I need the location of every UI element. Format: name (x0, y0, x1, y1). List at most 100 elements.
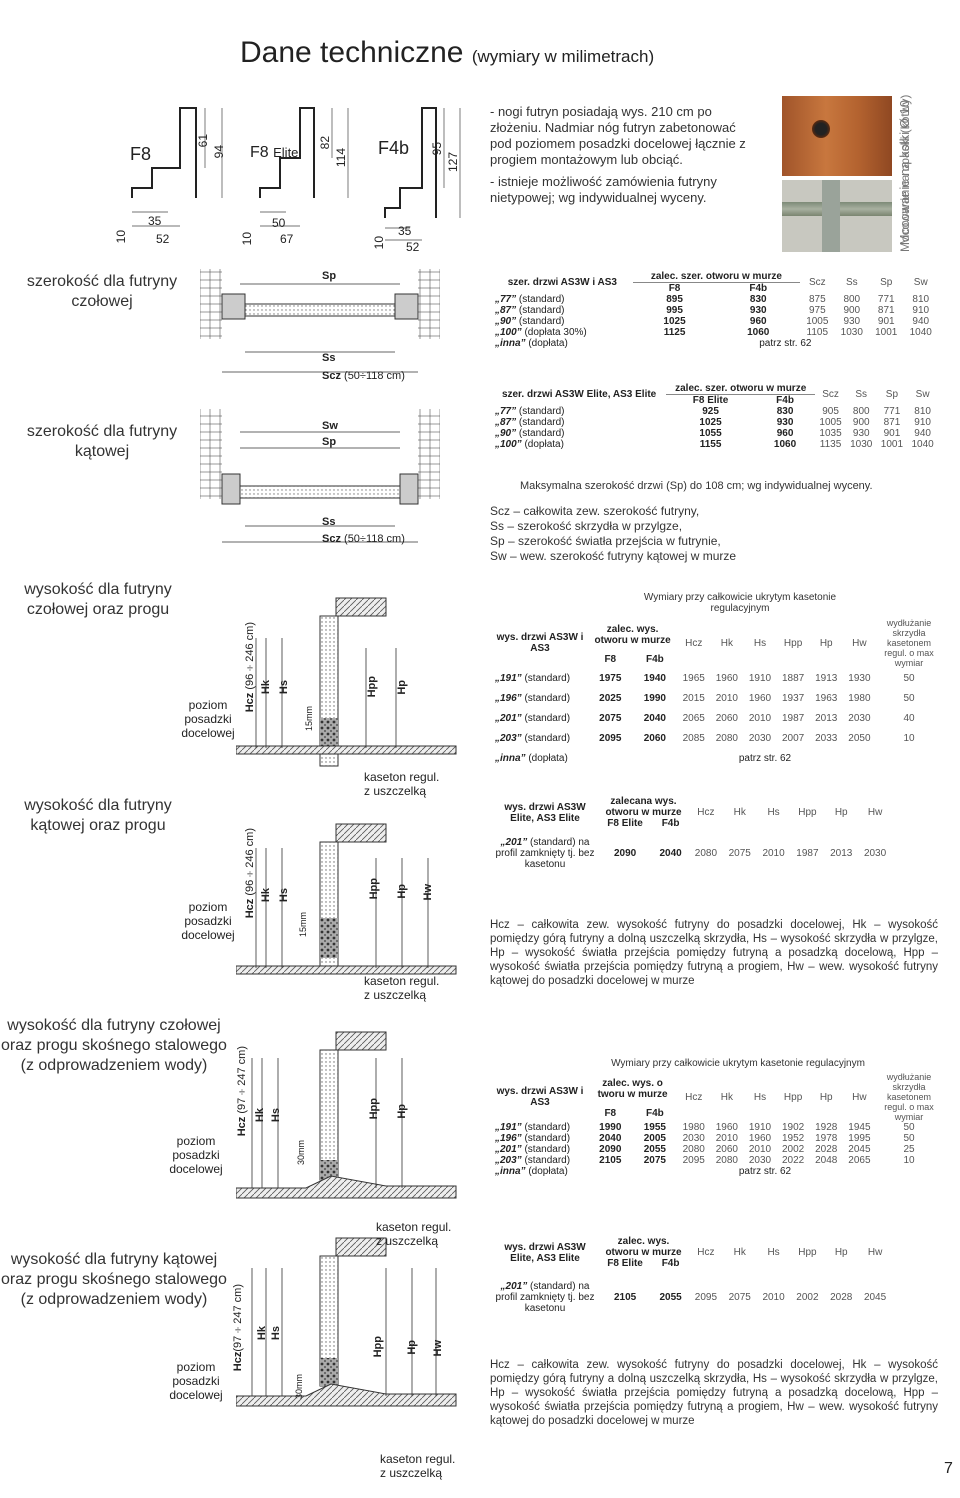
section-width-front-frame: szerokość dla futryny czołowej (26, 273, 178, 310)
ht3-r0-f4b: 1955 (643, 1122, 666, 1133)
ht3-r3-note: (standard) (524, 1155, 571, 1166)
wt1-r3-note: (dopłata 30%) (524, 327, 587, 338)
table-row: „191” (standard) 1975 1940 1965 1960 191… (492, 668, 942, 688)
hd2-hcz: Hcz (96÷246 cm) (244, 828, 256, 918)
ht1-head-door: wys. drzwi AS3W i AS3 (496, 632, 584, 654)
ht1-other-note: (dopłata) (528, 752, 568, 764)
profile-f8-elite-h2: 114 (334, 148, 348, 168)
hd1-hk: Hk (260, 680, 272, 695)
wt2-r0-v2: 771 (883, 406, 901, 417)
ht1-other-val: patrz str. 62 (738, 752, 792, 764)
wt2-r3-f4b: 1060 (773, 439, 797, 450)
hd1-kaseton: kaseton regul. z uszczelką (364, 770, 440, 798)
wt1-head-f4b: F4b (749, 283, 768, 294)
ht3-r0-v1: 1960 (715, 1122, 738, 1133)
ht1-r0-v0: 1965 (682, 672, 705, 684)
legend-width-line-2: Sp – szerokość światła przejścia w futry… (490, 534, 721, 548)
table-row: „90” (standard) 1055 960 1035 930 901 94… (492, 428, 938, 439)
ht3-head-ext: wydłużanie skrzydła kasetonem regul. o m… (884, 1072, 934, 1122)
ht3-head-f4b: F4b (645, 1108, 664, 1120)
wt2-r3-name: „100” (dopłata) (492, 439, 666, 450)
ht2-col-3: Hpp (798, 807, 817, 818)
ht2-col-1: Hk (733, 807, 746, 818)
label-scz-2: Scz (50÷118 cm) (322, 533, 405, 545)
ht4-head-group: zalec. wys. otworu w murze (605, 1236, 682, 1258)
profile-f8-name: F8 (130, 144, 152, 164)
ht2-r0-f8: 2090 (613, 847, 637, 859)
ht1-r2-f8: 2075 (599, 712, 622, 724)
ht3-r2-v5: 2045 (848, 1144, 871, 1155)
ht3-r2-v2: 2010 (748, 1144, 772, 1155)
table-row: „196” (standard) 2025 1990 2015 2010 196… (492, 688, 942, 708)
hd2-hpp: Hpp (368, 878, 380, 900)
table-row: „191” (standard) 1990 1955 1980 1960 191… (492, 1122, 942, 1133)
ht3-other-note: (dopłata) (528, 1166, 568, 1177)
wt2-col-3: Sw (915, 389, 930, 400)
hd1-hs: Hs (278, 680, 290, 695)
table-row: „201” (standard) 2090 2055 2080 2060 201… (492, 1144, 942, 1155)
wt1-other-note: (dopłata) (528, 338, 568, 349)
label-ss-1: Ss (322, 352, 336, 364)
ht3-r2-v1: 2060 (715, 1144, 738, 1155)
ht3-r0-name: „191” (standard) (492, 1122, 588, 1133)
door-leaf-1 (224, 303, 416, 317)
legend-height-2: Hcz – całkowita zew. wysokość futryny do… (490, 1359, 938, 1427)
wt2-r3-v2: 1001 (880, 439, 904, 450)
wt2-r0-v3: 810 (914, 406, 931, 417)
hd2-floor: poziom posadzki docelowej (181, 900, 235, 942)
hd3-hcz-name: Hcz (236, 1116, 248, 1137)
wt1-r1-f4b: 930 (749, 305, 767, 316)
profile-f4b-b: 10 (372, 236, 386, 250)
ht2-col-0: Hcz (697, 807, 715, 818)
ht3-r3-v5: 2065 (848, 1155, 871, 1166)
ht3-r3-v3: 2022 (781, 1155, 805, 1166)
hd1-hcz: Hcz (96÷246 cm) (244, 622, 256, 712)
wt2-r0-name: „77” (standard) (492, 406, 666, 417)
ht3-r1-ext: 50 (903, 1133, 915, 1144)
label-ss-2: Ss (322, 516, 336, 528)
label-sp-2: Sp (322, 436, 337, 448)
ht1-r2-v4: 2013 (815, 712, 838, 724)
table-row: „201” (standard) 2075 2040 2065 2060 201… (492, 708, 942, 728)
ht1-r3-f4b: 2060 (643, 732, 666, 744)
profile-f8-h1: 61 (196, 134, 210, 148)
ht3-r3-f4b: 2075 (643, 1155, 666, 1166)
hd1-mm: 15mm (304, 706, 314, 732)
ht2-col-2: Hs (767, 807, 780, 818)
hd4-hcz-range: (97÷247 cm) (232, 1284, 244, 1352)
ht1-r2-name: „201” (standard) (492, 708, 588, 728)
profile-f8-elite-w2: 67 (280, 232, 294, 246)
wt1-r2-name: „90” (standard) (492, 316, 633, 327)
ht1-col-2: Hs (753, 637, 767, 649)
ht3-caption: Wymiary przy całkowicie ukrytym kasetoni… (611, 1058, 865, 1069)
ht4-col-2: Hs (767, 1247, 780, 1258)
ht4-r0-v5: 2045 (863, 1291, 887, 1303)
wt2-r2-note: (standard) (518, 428, 565, 439)
photo-dowel-mounting (782, 96, 892, 176)
ht3-r0-v4: 1928 (815, 1122, 838, 1133)
table-row: „77” (standard) 895 830 875 800 771 810 (492, 294, 938, 305)
photo-anchor-mounting (782, 180, 892, 252)
ht3-col-3: Hpp (783, 1091, 803, 1103)
hd3-floor: poziom posadzki docelowej (169, 1134, 223, 1176)
wt2-head-f4b: F4b (776, 395, 794, 406)
ht1-r3-name-text: „203” (495, 732, 522, 744)
ht1-r3-v0: 2085 (682, 732, 705, 744)
ht1-r1-v2: 1960 (748, 692, 772, 704)
ht1-r1-v4: 1963 (815, 692, 838, 704)
ht3-r1-f8: 2040 (599, 1133, 622, 1144)
ht1-r1-f4b: 1990 (643, 692, 666, 704)
table-row: „inna” (dopłata) patrz str. 62 (492, 338, 938, 349)
ht4-r0-v4: 2028 (830, 1291, 853, 1303)
ht3-head-f8: F8 (604, 1108, 617, 1120)
wt1-head-door: szer. drzwi AS3W i AS3 (507, 277, 617, 288)
table-row: „87” (standard) 1025 930 1005 900 871 91… (492, 417, 938, 428)
profile-f4b-w1: 35 (398, 224, 412, 238)
ht4-r0-v1: 2075 (728, 1291, 751, 1303)
wt2-r2-name-text: „90” (495, 428, 517, 439)
ht3-r0-name-text: „191” (495, 1122, 522, 1133)
ht1-r2-v1: 2060 (715, 712, 738, 724)
ht4-head-door: wys. drzwi AS3W Elite, AS3 Elite (504, 1241, 586, 1264)
door-leaf-2 (224, 485, 416, 499)
hd4-hs: Hs (270, 1326, 282, 1341)
